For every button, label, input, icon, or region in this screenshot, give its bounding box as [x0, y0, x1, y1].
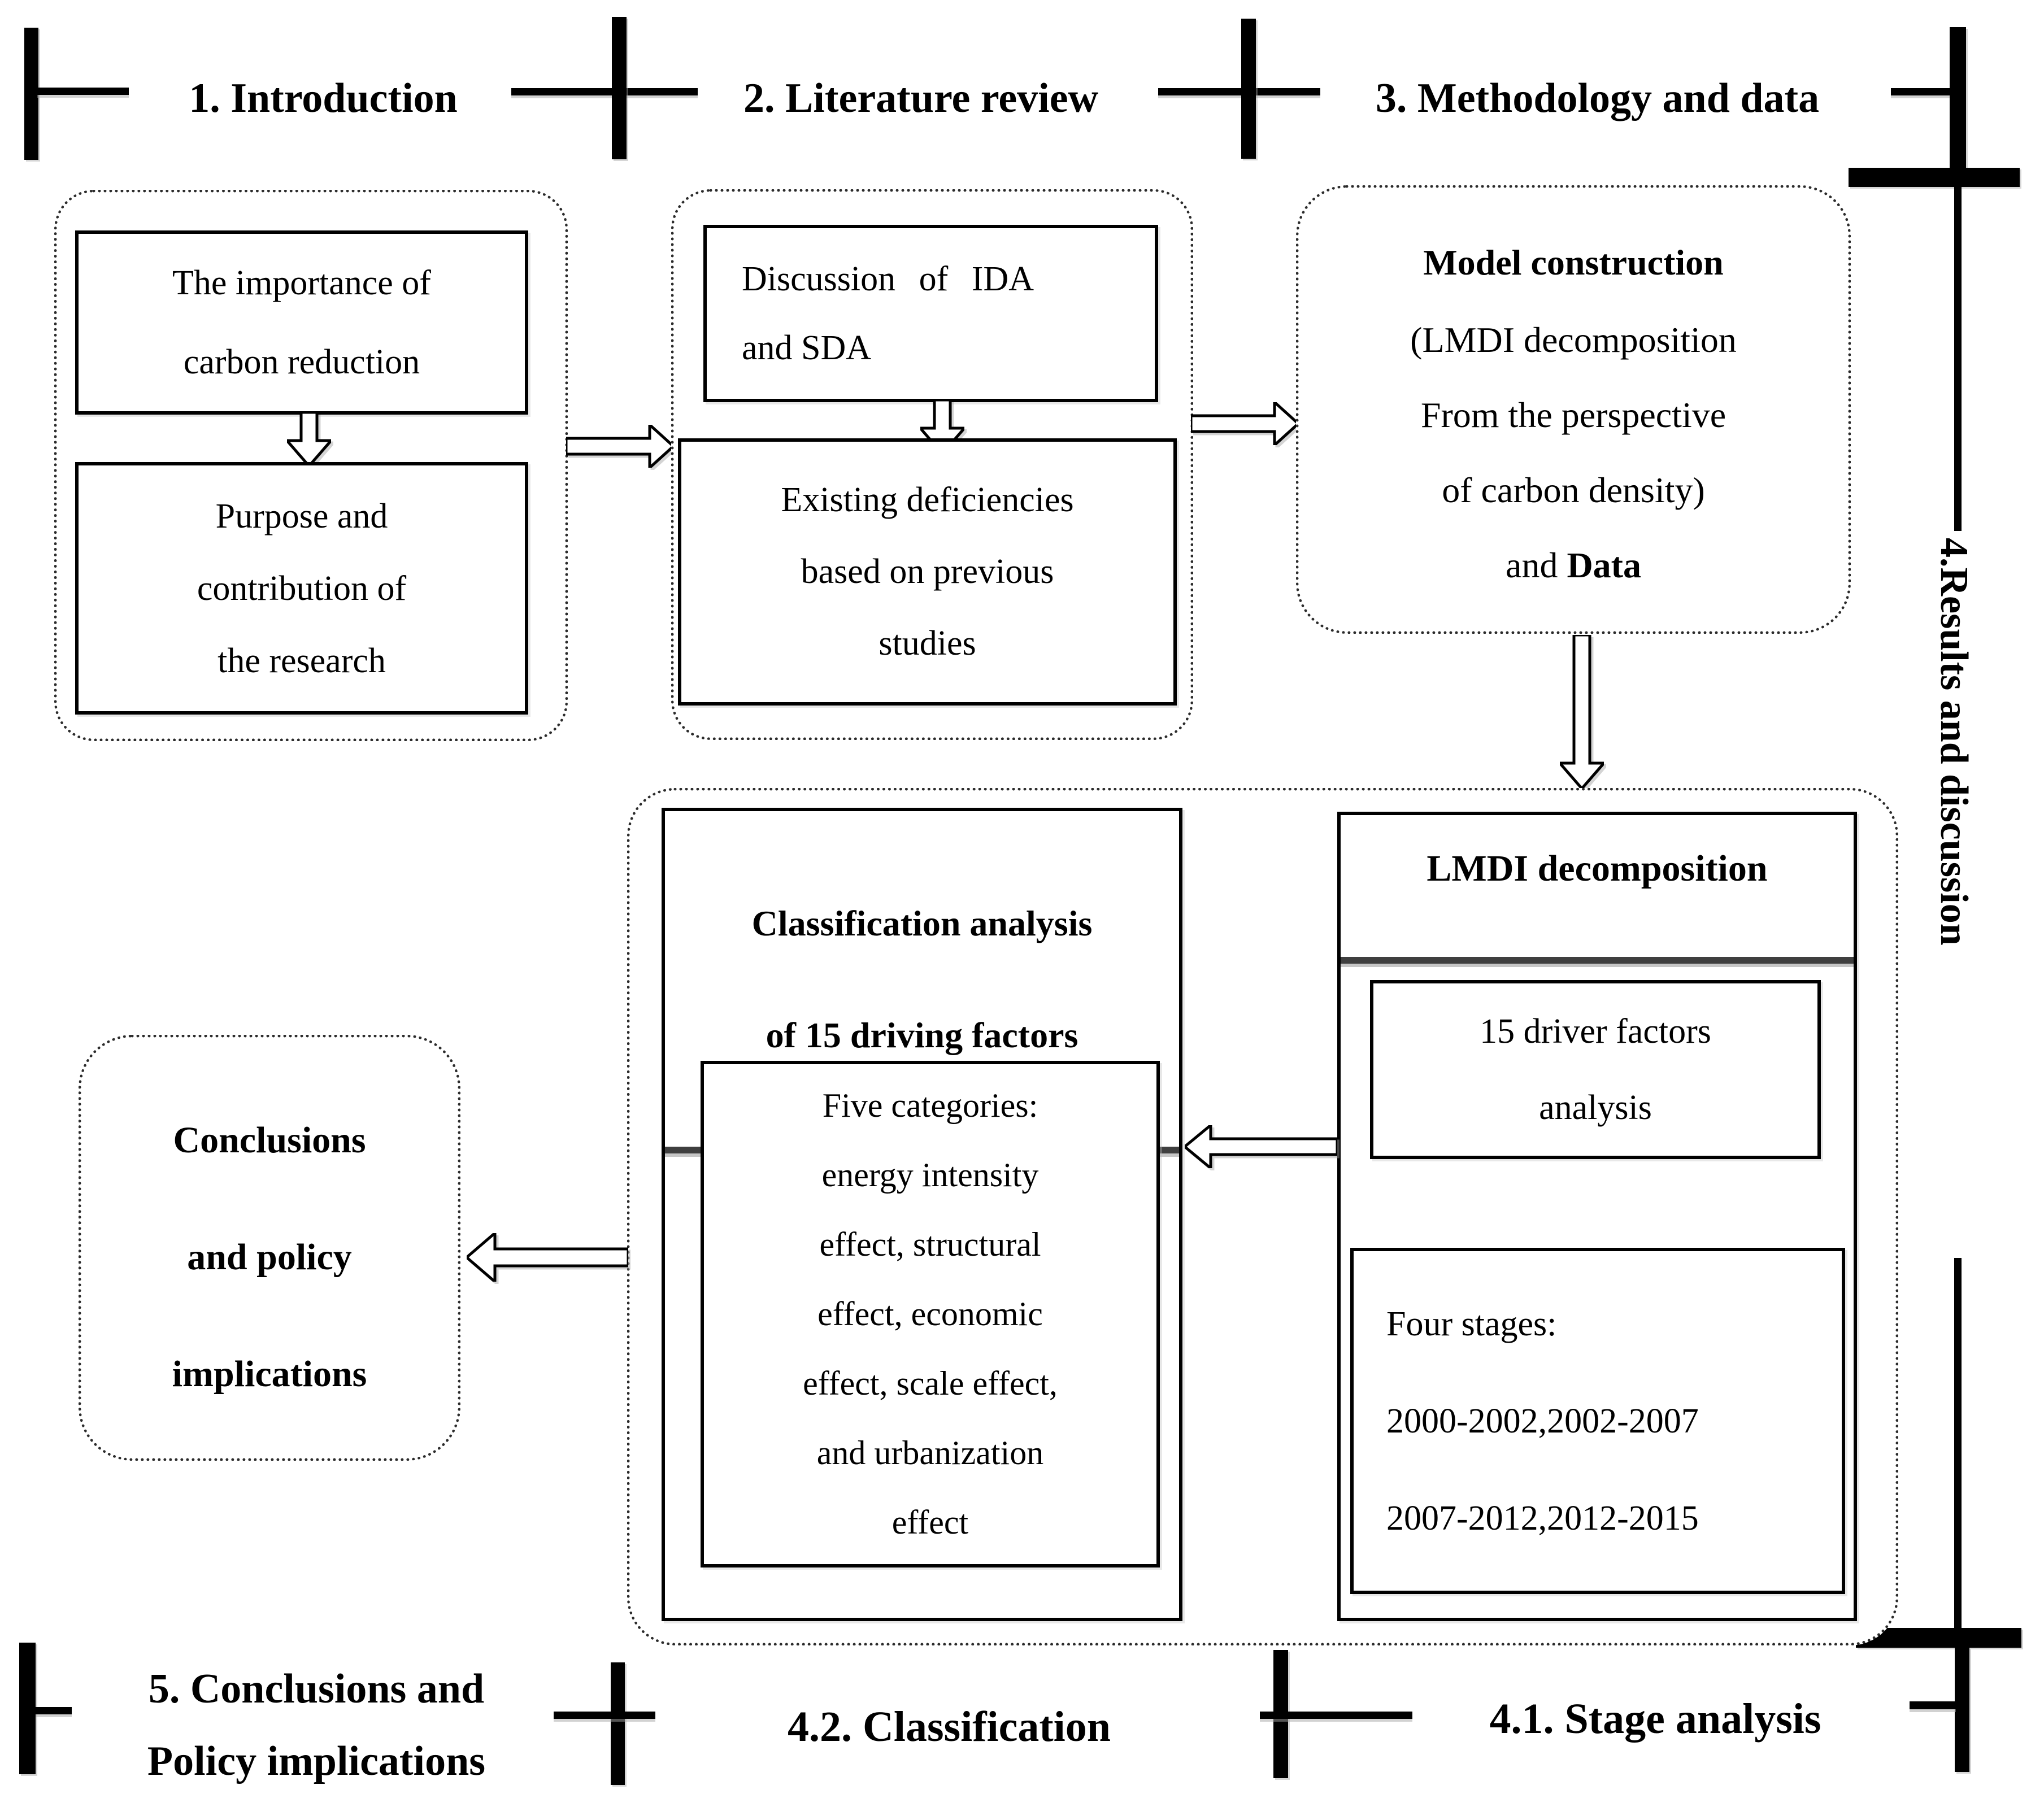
- driver-factors-box: 15 driver factors analysis: [1370, 980, 1821, 1159]
- importance-line2: carbon reduction: [183, 343, 420, 381]
- timeline-tick-bar-1: [24, 28, 38, 160]
- model-construction-title: Model construction: [1423, 242, 1724, 282]
- purpose-line3: the research: [218, 641, 386, 680]
- timeline-connector-3: [1158, 88, 1320, 95]
- importance-box: The importance of carbon reduction: [75, 230, 528, 415]
- conclusions-line3: implications: [172, 1353, 367, 1395]
- stages-line2: 2000-2002,2002-2007: [1386, 1401, 1699, 1440]
- categories-line1: Five categories:: [822, 1087, 1038, 1124]
- model-line4: of carbon density): [1442, 470, 1705, 510]
- classification-header-line1: Classification analysis: [751, 903, 1093, 943]
- conclusions-box: Conclusions and policy implications: [79, 1035, 460, 1461]
- section-label-literature: 2. Literature review: [743, 75, 1099, 121]
- timeline-connector-1: [37, 88, 129, 95]
- results-bracket-top-line: [1954, 187, 1962, 531]
- purpose-line2: contribution of: [197, 569, 407, 608]
- arrow-left-icon: [1185, 1125, 1337, 1168]
- conclusions-label-line1: 5. Conclusions and: [148, 1666, 485, 1712]
- categories-line2: energy intensity: [821, 1156, 1039, 1194]
- driver-line1: 15 driver factors: [1480, 1012, 1711, 1051]
- conclusions-line1: Conclusions: [173, 1120, 366, 1161]
- bottom-connector-7: [1260, 1712, 1412, 1719]
- model-line3: From the perspective: [1420, 395, 1726, 435]
- deficiency-box: Existing deficiencies based on previous …: [678, 438, 1177, 706]
- deficiency-line1: Existing deficiencies: [781, 481, 1074, 519]
- timeline-connector-2: [511, 88, 698, 95]
- driver-line2: analysis: [1539, 1088, 1652, 1127]
- model-line5-bold: Data: [1567, 545, 1641, 585]
- ida-line1: Discussion of IDA: [742, 260, 1034, 298]
- categories-line7: effect: [891, 1504, 969, 1541]
- conclusions-line2: and policy: [187, 1236, 352, 1278]
- timeline-tick-bar-2: [612, 17, 627, 159]
- results-bracket-top-bar: [1849, 168, 2020, 187]
- conclusions-label-line2: Policy implications: [147, 1738, 486, 1784]
- stage-tick-connector: [1910, 1701, 1956, 1709]
- arrow-down-icon: [287, 412, 331, 466]
- section-label-methodology: 3. Methodology and data: [1375, 75, 1820, 121]
- arrow-right-icon: [1191, 402, 1298, 445]
- deficiency-line2: based on previous: [801, 552, 1054, 591]
- ida-line2: and SDA: [742, 329, 872, 367]
- timeline-connector-4: [1891, 88, 1950, 95]
- model-line5: and Data: [1299, 528, 1848, 603]
- section-label-conclusions: 5. Conclusions and Policy implications: [102, 1653, 531, 1797]
- arrow-down-icon: [1560, 635, 1604, 789]
- categories-line3: effect, structural: [819, 1226, 1041, 1263]
- purpose-box: Purpose and contribution of the research: [75, 462, 528, 715]
- lmdi-header: LMDI decomposition: [1427, 848, 1768, 889]
- timeline-tick-bar-3: [1241, 19, 1256, 159]
- importance-line1: The importance of: [172, 264, 431, 302]
- bottom-connector-6: [554, 1712, 655, 1719]
- bottom-tick-bar-6: [611, 1662, 625, 1785]
- section-label-classification: 4.2. Classification: [787, 1703, 1111, 1751]
- four-stages-box: Four stages: 2000-2002,2002-2007 2007-20…: [1350, 1248, 1845, 1594]
- classification-header-line2: of 15 driving factors: [766, 1015, 1078, 1055]
- purpose-line1: Purpose and: [215, 497, 388, 535]
- categories-line6: and urbanization: [816, 1434, 1044, 1471]
- section-label-results: 4.Results and discussion: [1932, 538, 1976, 946]
- lmdi-panel-divider: [1341, 957, 1854, 964]
- categories-line5: effect, scale effect,: [803, 1365, 1058, 1402]
- deficiency-line3: studies: [879, 624, 976, 663]
- bottom-tick-bar-5: [19, 1643, 36, 1774]
- section-label-stage-analysis: 4.1. Stage analysis: [1489, 1695, 1821, 1743]
- results-bracket-bottom-line: [1954, 1258, 1962, 1630]
- methodology-group-box: Model construction (LMDI decomposition F…: [1296, 185, 1851, 634]
- model-line2: (LMDI decomposition: [1410, 320, 1737, 360]
- arrow-left-icon: [467, 1233, 628, 1282]
- stages-line3: 2007-2012,2012-2015: [1386, 1499, 1699, 1538]
- stages-line1: Four stages:: [1386, 1304, 1557, 1343]
- model-line5-regular: and: [1506, 545, 1567, 585]
- categories-line4: effect, economic: [817, 1295, 1043, 1333]
- stage-tick-bar: [1955, 1648, 1969, 1772]
- five-categories-box: Five categories: energy intensity effect…: [701, 1061, 1160, 1567]
- bottom-connector-5: [36, 1707, 72, 1714]
- arrow-right-icon: [566, 425, 673, 468]
- ida-box: Discussion of IDA and SDA: [703, 225, 1158, 402]
- timeline-tick-bar-4: [1950, 27, 1966, 168]
- section-label-introduction: 1. Introduction: [189, 75, 458, 121]
